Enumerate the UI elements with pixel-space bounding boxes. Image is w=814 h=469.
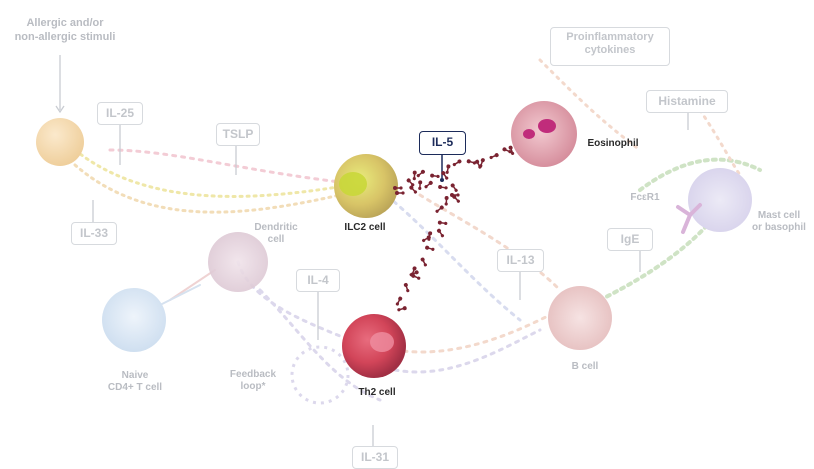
- il5-molecule: [424, 180, 433, 189]
- il5-molecule: [444, 196, 449, 206]
- eosinophil-label: Eosinophil: [587, 138, 639, 149]
- il5-molecule: [450, 183, 458, 192]
- il5-molecule: [452, 159, 462, 167]
- feedback-loop-label: Feedback loop*: [229, 369, 277, 392]
- il5-molecule: [411, 273, 421, 280]
- fcer1-receptor-icon: [676, 203, 702, 234]
- th2-cell-label: Th2 cell: [358, 387, 396, 398]
- pathway-lines: [73, 58, 762, 402]
- il5-molecule: [502, 147, 512, 154]
- il5-molecule: [489, 153, 499, 160]
- il5-molecule: [466, 159, 477, 165]
- il31-label: IL-31: [352, 446, 398, 469]
- ige-label: IgE: [607, 228, 653, 251]
- il5-label: IL-5: [419, 131, 466, 155]
- stimuli-label: Allergic and/or non-allergic stimuli: [14, 17, 116, 43]
- th2-cell-shape: [342, 314, 406, 378]
- il25-label: IL-25: [97, 102, 143, 125]
- ilc2-cell-shape: [334, 154, 398, 218]
- histamine-label: Histamine: [646, 90, 728, 113]
- naive-t-cell-shape: [102, 288, 166, 352]
- mast-cell-shape: [688, 168, 752, 232]
- il5-molecule: [416, 169, 425, 178]
- il5-molecule: [436, 228, 445, 238]
- proinflammatory-label: Proinflammatory cytokines: [550, 27, 670, 66]
- il5-molecule: [425, 245, 435, 251]
- il5-molecule: [445, 164, 451, 174]
- il5-molecule: [508, 145, 515, 155]
- eosinophil-cell-shape: [511, 101, 577, 167]
- il13-label: IL-13: [497, 249, 544, 272]
- il33-label: IL-33: [71, 222, 117, 245]
- il5-molecule: [393, 186, 403, 190]
- il5-molecule: [438, 184, 448, 190]
- il5-molecule: [418, 180, 423, 190]
- il5-molecule: [395, 191, 405, 195]
- il5-molecule: [409, 185, 418, 194]
- b-cell-shape: [548, 286, 612, 350]
- il5-arrow-dot: [440, 178, 444, 182]
- il5-molecule: [422, 235, 431, 243]
- il4-label: IL-4: [296, 269, 340, 292]
- dendritic-cell-shape: [208, 232, 268, 292]
- il5-molecule: [437, 220, 448, 226]
- arrows: [55, 55, 689, 446]
- ilc2-cell-label: ILC2 cell: [344, 222, 386, 233]
- il5-molecule: [441, 171, 449, 180]
- il5-molecule: [395, 296, 403, 306]
- il5-molecule: [403, 282, 410, 293]
- fcer1-label: FcεR1: [630, 192, 660, 203]
- il5-molecule: [435, 205, 444, 213]
- il5-molecule: [412, 170, 417, 181]
- stimuli-cell: [36, 118, 84, 166]
- il5-molecules: [393, 145, 515, 312]
- il5-molecule: [406, 178, 415, 187]
- feedback-loop: [290, 345, 350, 405]
- il5-molecule: [479, 158, 485, 168]
- mast-cell-label: Mast cell or basophil: [752, 210, 806, 233]
- il5-molecule: [430, 173, 440, 179]
- b-cell-label: B cell: [571, 361, 599, 372]
- dendritic-cell-label: Dendritic cell: [254, 222, 298, 245]
- tslp-label: TSLP: [216, 123, 260, 146]
- il5-molecule: [397, 306, 407, 312]
- il5-molecule: [452, 194, 460, 203]
- il5-molecule: [420, 257, 427, 267]
- naive-t-cell-label: Naive CD4+ T cell: [107, 370, 163, 393]
